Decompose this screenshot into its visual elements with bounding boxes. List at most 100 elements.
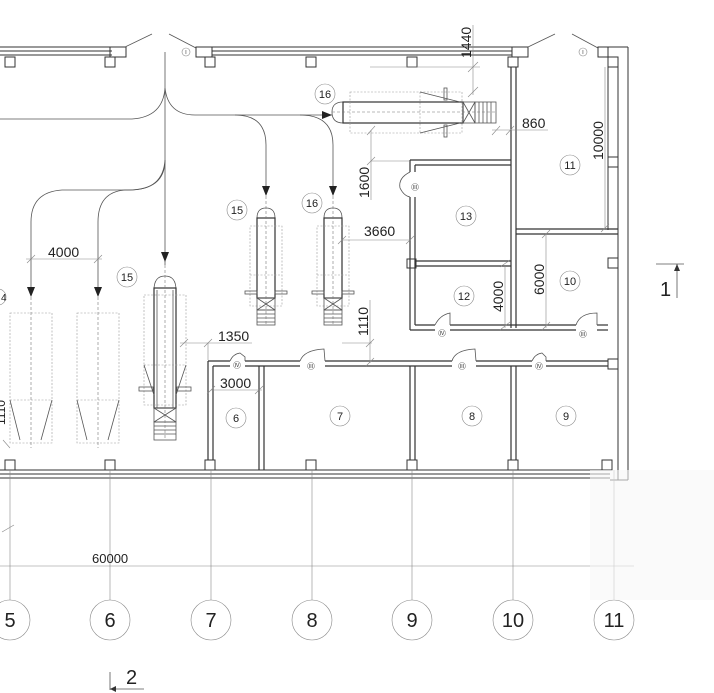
axis-label: 5 — [4, 610, 15, 632]
equipment-label-15-large: 15 — [116, 266, 138, 288]
room-number: 13 — [460, 211, 472, 223]
axis-lines — [9, 470, 615, 600]
dimension-4000-room12: 4000 — [490, 259, 511, 331]
door-mark: I — [185, 50, 186, 56]
dimension-860: 860 — [491, 115, 548, 136]
dimension-10000: 10000 — [590, 67, 610, 233]
room-7: 7 — [329, 405, 351, 427]
door-room7[interactable]: III — [299, 348, 326, 370]
dimension-text: 1350 — [218, 328, 249, 344]
axis-bubble-6: 6 — [89, 599, 131, 641]
room-10: 10 — [559, 270, 581, 292]
axis-bubble-8: 8 — [291, 599, 333, 641]
equipment-label-16-horizontal: 16 — [314, 83, 336, 105]
top-wall-middle — [168, 33, 556, 58]
door-mark: I — [582, 50, 583, 56]
dimension-text: 3660 — [364, 223, 395, 239]
dimension-3660: 3660 — [337, 223, 415, 245]
room-number: 9 — [563, 411, 569, 423]
room-number: 8 — [469, 411, 475, 423]
door-mark: IV — [235, 363, 240, 369]
hopper-left-1 — [9, 297, 53, 448]
dimension-text: 860 — [522, 115, 546, 131]
dimension-4000-left: 4000 — [26, 244, 103, 264]
equipment-number: 15 — [231, 205, 243, 217]
axis-label: 10 — [502, 610, 524, 632]
dimension-text: 1600 — [356, 167, 372, 198]
dimension-text: 10000 — [590, 121, 606, 160]
dimension-text: 4000 — [48, 244, 79, 260]
room-12: 12 — [453, 285, 475, 307]
axis-bubble-11: 11 — [593, 599, 635, 641]
door-room8[interactable]: III — [451, 348, 477, 370]
room-number: 7 — [337, 411, 343, 423]
equipment-16-vertical — [311, 196, 355, 326]
axis-bubble-7: 7 — [190, 599, 232, 641]
room-number: 12 — [458, 291, 470, 303]
axis-label: 9 — [406, 610, 417, 632]
equipment-label-16-vertical: 16 — [301, 192, 323, 214]
interior-walls — [207, 67, 619, 470]
dimension-text: 4000 — [490, 281, 506, 312]
equipment-number: 16 — [319, 89, 331, 101]
dimension-text: 3000 — [220, 375, 251, 391]
door-room13[interactable]: III — [399, 171, 419, 198]
section-marker-2: 2 — [109, 667, 144, 692]
section-label: 2 — [126, 667, 137, 689]
door-mark: IV — [537, 364, 542, 370]
flow-lines — [0, 52, 337, 297]
axis-bubble-5: 5 — [0, 599, 31, 641]
axis-label: 11 — [604, 610, 625, 632]
door-mark: III — [413, 185, 417, 191]
axis-label: 6 — [104, 610, 115, 632]
hopper-left-2 — [76, 297, 120, 448]
room-9: 9 — [555, 405, 577, 427]
gate-label-left: I — [181, 47, 191, 57]
door-room9[interactable]: IV — [531, 352, 547, 370]
dimension-text: 1110 — [0, 400, 8, 425]
door-room12[interactable]: IV — [434, 312, 451, 337]
room-13: 13 — [455, 205, 477, 227]
door-mark: III — [581, 332, 585, 338]
dimension-1350: 1350 — [179, 328, 252, 360]
door-room10[interactable]: III — [575, 312, 598, 338]
door-room6[interactable]: IV — [229, 352, 246, 369]
room-11: 11 — [559, 154, 581, 176]
door-mark: IV — [440, 331, 445, 337]
dimension-1110: 1110 — [342, 300, 375, 367]
dimension-1440: 1440 — [370, 25, 480, 98]
bottom-wall — [0, 459, 628, 481]
axis-bubble-9: 9 — [391, 599, 433, 641]
overall-dimension: 60000 — [0, 524, 634, 567]
equipment-number: 16 — [306, 198, 318, 210]
room-8: 8 — [461, 405, 483, 427]
dimension-60000: 60000 — [92, 551, 128, 566]
axis-label: 7 — [205, 610, 216, 632]
axis-bubble-10: 10 — [492, 599, 534, 641]
columns-top — [4, 56, 619, 68]
dimension-text: 6000 — [531, 264, 547, 295]
dimension-3000: 3000 — [206, 375, 264, 395]
room-number: 6 — [233, 413, 239, 425]
gate-label-right: I — [578, 47, 588, 57]
equipment-number: 4 — [1, 293, 7, 304]
equipment-16-horizontal — [331, 87, 497, 138]
equipment-15-small — [244, 196, 288, 326]
room-number: 11 — [564, 160, 575, 172]
section-marker-1: 1 — [656, 263, 684, 301]
section-label: 1 — [660, 279, 671, 301]
axis-label: 8 — [306, 610, 317, 632]
equipment-number: 15 — [121, 272, 133, 284]
dimension-text: 1440 — [458, 27, 474, 58]
door-mark: III — [460, 364, 464, 370]
equipment-15-large — [138, 265, 192, 441]
equipment-14-partial: 4 — [0, 288, 7, 306]
room-number: 10 — [564, 276, 576, 288]
dimension-6000: 6000 — [531, 229, 551, 331]
equipment-label-15-small: 15 — [226, 199, 248, 221]
dimension-1600: 1600 — [356, 125, 410, 200]
right-wall — [571, 33, 629, 480]
top-wall-left — [0, 33, 153, 58]
room-6: 6 — [225, 407, 247, 429]
